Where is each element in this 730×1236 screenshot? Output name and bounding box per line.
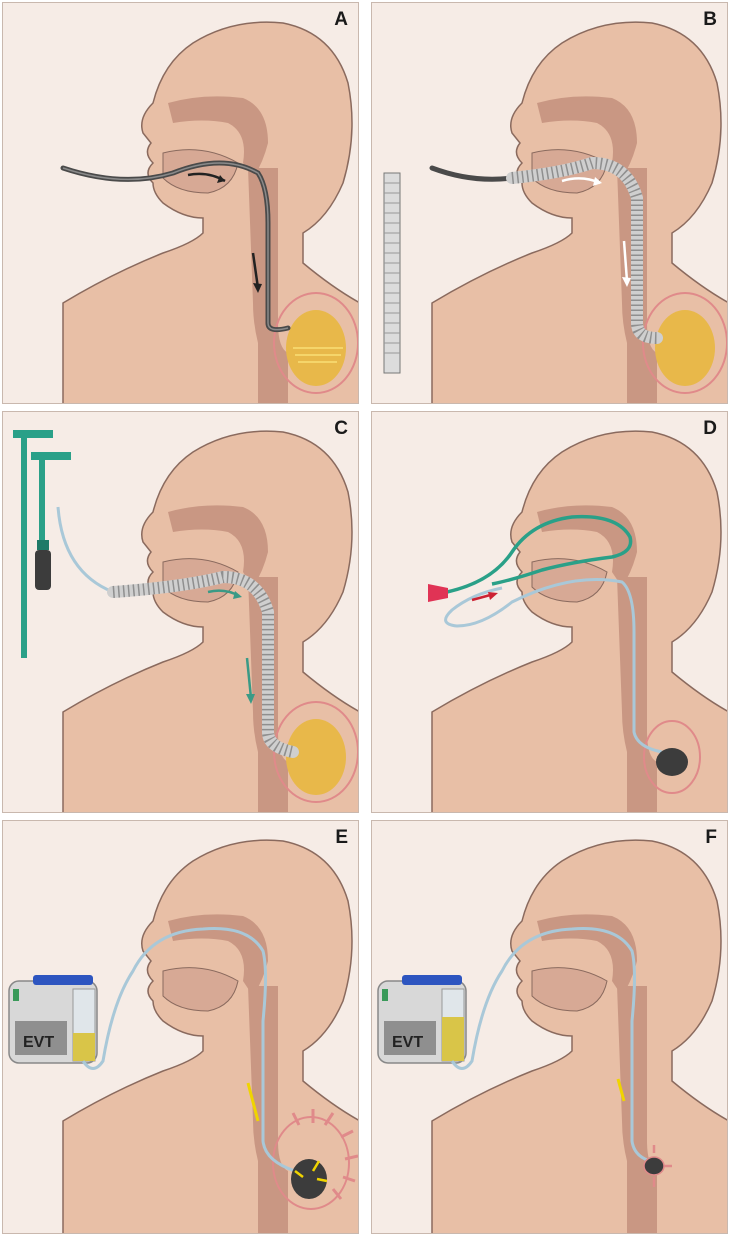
panel-label: A: [334, 9, 348, 31]
anatomy-illustration: EVT: [372, 821, 728, 1234]
sponge: [656, 748, 688, 776]
anatomy-illustration: [372, 412, 728, 813]
panel-label: C: [334, 418, 348, 440]
evt-pump-device: EVT: [9, 975, 97, 1063]
anatomy-illustration: [3, 3, 359, 404]
evt-device-label: EVT: [23, 1034, 54, 1051]
transposition-arrow-head: [488, 592, 498, 600]
panel-b: B: [371, 2, 728, 404]
evt-device-label: EVT: [392, 1034, 423, 1051]
guidewire: [432, 168, 512, 179]
panel-c: C: [2, 411, 359, 813]
panel-label: E: [335, 827, 348, 849]
anatomy-illustration: EVT: [3, 821, 359, 1234]
red-tube-tip: [428, 584, 448, 602]
sponge: [644, 1157, 664, 1175]
panel-label: D: [703, 418, 717, 440]
anatomy-illustration: [3, 412, 359, 813]
panel-label: B: [703, 9, 717, 31]
anatomy-illustration: [372, 3, 728, 404]
panel-f: EVT F: [371, 820, 728, 1234]
panel-a: A: [2, 2, 359, 404]
panel-e: EVT E: [2, 820, 359, 1234]
drainage-tube: [58, 507, 113, 592]
evt-pump-device: EVT: [378, 975, 466, 1063]
panel-d: D: [371, 411, 728, 813]
panel-label: F: [705, 827, 717, 849]
sponge-applicator-set: [13, 430, 71, 658]
